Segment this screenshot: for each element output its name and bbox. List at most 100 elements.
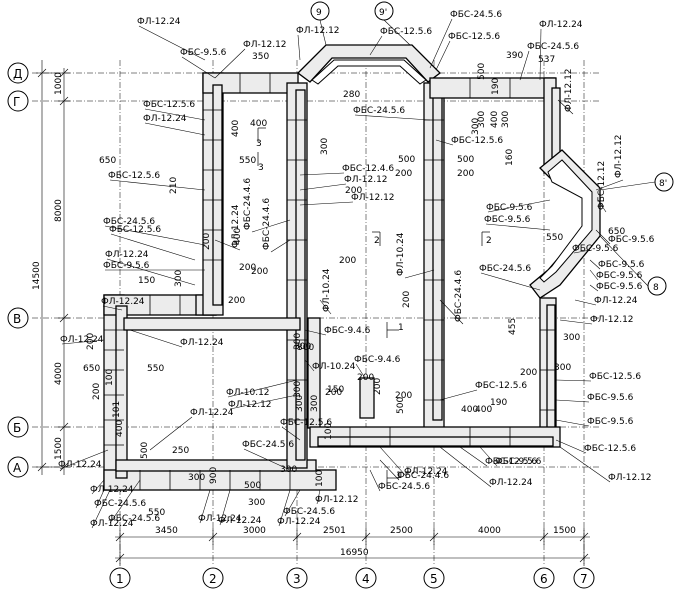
foundation-label: ФЛ-12.12	[564, 68, 574, 112]
label-leader	[144, 108, 206, 121]
small-dimension: 300	[310, 395, 320, 412]
wall-block-joints	[104, 73, 556, 490]
axis-label-V: В	[13, 312, 21, 326]
label-leader	[129, 329, 183, 348]
foundation-label: ФЛ-12.24	[58, 460, 102, 470]
label-leader	[379, 446, 407, 477]
label-leader	[404, 269, 435, 279]
label-leader	[555, 379, 592, 382]
foundation-label: ФЛ-12.24	[101, 297, 145, 307]
foundation-label: ФБС-12.5.6	[380, 27, 432, 37]
small-dimension: 400	[490, 111, 500, 128]
label-leader	[59, 449, 109, 470]
foundation-label: ФБС-12.5.6	[108, 171, 160, 181]
foundation-label: ФБС-9.5.6	[180, 48, 227, 58]
small-dimension: 3	[256, 139, 262, 149]
bottom-dimension-chain	[115, 528, 590, 566]
label-leader	[595, 179, 624, 191]
small-dimension: 200	[339, 256, 356, 266]
dim-left-8000: 8000	[54, 199, 64, 222]
label-leader	[574, 299, 597, 306]
dim-bottom-2500: 2500	[390, 526, 413, 536]
foundation-label: ФБС-24.5.6	[450, 10, 502, 20]
small-dimension: 280	[343, 90, 360, 100]
small-dimension: 400	[250, 119, 267, 129]
foundation-label: ФБС-24.5.6	[242, 440, 294, 450]
foundation-label: ФБС-24.4.6	[243, 178, 253, 230]
label-leader	[555, 419, 590, 427]
label-leader	[284, 489, 301, 517]
foundation-label: ФБС-24.5.6	[378, 482, 430, 492]
foundation-label: ФБС-24.5.6	[103, 217, 155, 227]
axis-label-9-prime: 9'	[379, 8, 387, 18]
label-leader	[539, 28, 542, 81]
small-dimension: 500	[398, 155, 415, 165]
foundation-label: ФБС-12.5.6	[584, 444, 636, 454]
foundation-label: ФБС-9.5.6	[608, 235, 655, 245]
foundation-label: ФБС-9.5.6	[572, 244, 619, 254]
small-dimension: 500	[457, 155, 474, 165]
label-leader	[104, 225, 206, 246]
axis-label-3: 3	[293, 572, 301, 586]
foundation-label: ФБС-24.5.6	[108, 514, 160, 524]
section-mark-2-left: 2	[374, 236, 380, 246]
label-leader	[299, 172, 345, 176]
dim-left-4000: 4000	[54, 362, 64, 385]
foundation-label: ФЛ-12.24	[137, 17, 181, 27]
small-dimension: 550	[546, 233, 563, 243]
small-dimension: 537	[538, 55, 555, 65]
foundation-label: ФЛ-12.24	[218, 516, 262, 526]
small-dimension: 200	[239, 263, 256, 273]
label-leader	[485, 223, 551, 231]
label-leader	[589, 269, 599, 281]
foundation-label: ФЛ-12.24	[404, 467, 448, 477]
small-dimension: 190	[490, 398, 507, 408]
small-dimension: 300	[554, 363, 571, 373]
small-dimension: 200	[251, 267, 268, 277]
dim-bottom-3450: 3450	[155, 526, 178, 536]
small-dimension: 300	[188, 473, 205, 483]
foundation-label: ФБС-12.5.6	[451, 136, 503, 146]
foundation-label: ФБС-9.5.6	[103, 261, 150, 271]
axis-label-8: 8	[653, 283, 659, 293]
label-leader	[589, 284, 599, 292]
small-dimension: 190	[491, 78, 501, 95]
axis-label-A: А	[13, 461, 22, 475]
small-dimension: 650	[99, 156, 116, 166]
label-leader	[555, 439, 587, 454]
dim-left-1000: 1000	[54, 72, 64, 95]
foundation-label: ФЛ-10.24	[312, 362, 356, 372]
label-leader	[559, 446, 611, 483]
label-leader	[270, 239, 291, 253]
label-leader	[102, 305, 123, 311]
label-leader	[459, 446, 488, 467]
small-dimension: 160	[505, 149, 515, 166]
small-dimension: 150	[138, 276, 155, 286]
foundation-label: ФЛ-12.12	[351, 193, 395, 203]
small-dimension: 300	[174, 270, 184, 287]
label-leader	[227, 379, 298, 398]
small-dimension: 200	[92, 383, 102, 400]
small-dimension: 300	[563, 333, 580, 343]
axis-label-1: 1	[116, 572, 124, 586]
axis-bubbles-columns	[109, 567, 595, 589]
small-dimension: 650	[608, 227, 625, 237]
small-dimension: 1	[396, 471, 402, 481]
foundation-label: ФЛ-12.24	[277, 517, 321, 527]
label-leader	[439, 389, 478, 401]
label-leader	[355, 363, 366, 379]
small-dimension: 200	[325, 388, 342, 398]
small-dimension: 150	[327, 385, 344, 395]
foundation-label: ФБС-12.5.6	[448, 32, 500, 42]
foundation-label: ФЛ-12.24	[489, 478, 533, 488]
foundation-label: ФЛ-10.24	[322, 268, 332, 312]
label-leader	[479, 446, 498, 467]
small-dimension: 100	[324, 423, 334, 440]
foundation-label: ФБС-9.5.6	[486, 203, 533, 213]
label-leader	[109, 179, 206, 191]
foundation-label: ФЛ-12.24	[231, 204, 241, 248]
foundation-label: ФЛ-12.24	[180, 338, 224, 348]
small-dimension: 400	[115, 420, 125, 437]
foundation-label: ФЛ-12.12	[296, 26, 340, 36]
